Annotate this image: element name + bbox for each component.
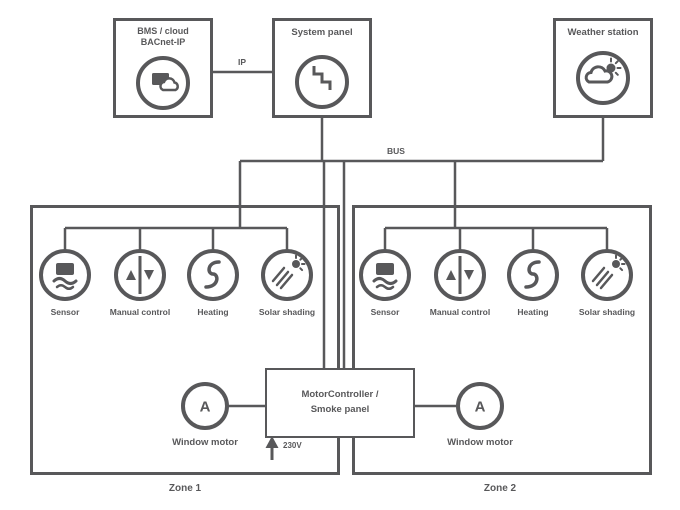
- bus-link-label: BUS: [387, 146, 405, 156]
- device-label-manual-control: Manual control: [109, 307, 171, 317]
- device-label-sensor: Sensor: [50, 307, 80, 317]
- device-label-solar-shading: Solar shading: [578, 307, 636, 317]
- device-label-sensor: Sensor: [370, 307, 400, 317]
- motor-letter: A: [200, 399, 211, 416]
- heating-icon: [507, 249, 559, 301]
- motor-controller-line1: MotorController /: [301, 389, 379, 401]
- ip-link-label: IP: [237, 57, 247, 67]
- device-label-heating: Heating: [197, 307, 229, 317]
- motor-letter: A: [475, 399, 486, 416]
- solar-shading-icon: [261, 249, 313, 301]
- window-motor-label: Window motor: [172, 437, 238, 448]
- window-motor-icon: A: [456, 382, 504, 430]
- zone2-box: [352, 205, 652, 475]
- zone1-name: Zone 1: [168, 483, 202, 494]
- manual-control-icon: [114, 249, 166, 301]
- zone1-box: [30, 205, 340, 475]
- heating-icon: [187, 249, 239, 301]
- bms-cloud-icon: [136, 56, 190, 110]
- device-label-solar-shading: Solar shading: [258, 307, 316, 317]
- weather-station-icon: [576, 51, 630, 105]
- system-panel-title: System panel: [291, 27, 353, 38]
- window-motor-icon: A: [181, 382, 229, 430]
- sensor-icon: [39, 249, 91, 301]
- solar-shading-icon: [581, 249, 633, 301]
- power-arrow-icon: [265, 436, 279, 460]
- bms-title-line1: BMS / cloud: [137, 26, 189, 36]
- motor-controller-box: MotorController / Smoke panel: [265, 368, 415, 438]
- bms-title-line2: BACnet-IP: [140, 37, 186, 47]
- weather-station-title: Weather station: [567, 27, 639, 38]
- motor-controller-line2: Smoke panel: [310, 404, 370, 415]
- manual-control-icon: [434, 249, 486, 301]
- device-label-heating: Heating: [517, 307, 549, 317]
- power-label: 230V: [283, 441, 302, 450]
- device-label-manual-control: Manual control: [429, 307, 491, 317]
- window-motor-label: Window motor: [447, 437, 513, 448]
- zone2-name: Zone 2: [483, 483, 517, 494]
- system-panel-icon: [295, 55, 349, 109]
- sensor-icon: [359, 249, 411, 301]
